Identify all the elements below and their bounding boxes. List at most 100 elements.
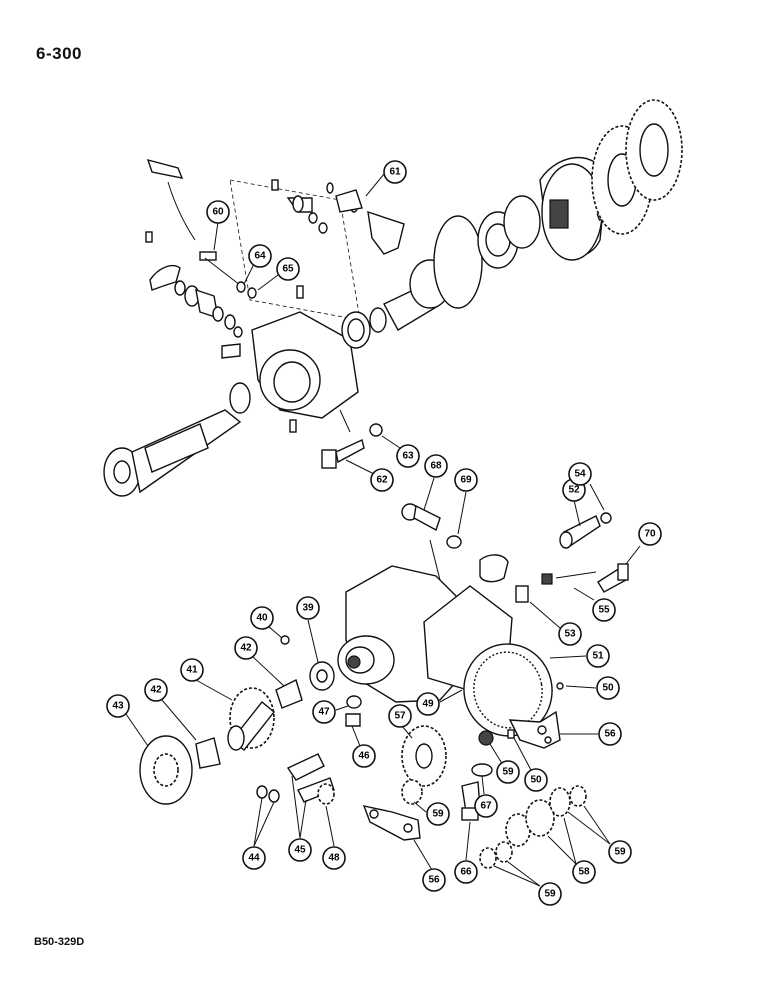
bracket-part: [335, 189, 405, 255]
callout-42-bottom: 42: [144, 678, 197, 741]
callout-60: 60: [206, 200, 230, 251]
svg-text:66: 66: [460, 867, 472, 878]
callout-64: 64: [243, 244, 272, 285]
callout-58: 58: [547, 817, 596, 884]
upper-bearings: [341, 195, 541, 349]
svg-text:59: 59: [544, 889, 556, 900]
callout-50-mid: 50: [513, 737, 548, 792]
svg-text:48: 48: [328, 853, 340, 864]
svg-text:56: 56: [604, 729, 616, 740]
callout-59-right: 59: [567, 805, 632, 864]
callout-69: 69: [454, 468, 478, 535]
svg-text:53: 53: [564, 629, 576, 640]
callout-54: 54: [568, 462, 605, 511]
link-56-lower: [362, 805, 421, 841]
callout-48: 48: [322, 805, 346, 870]
callout-51: 51: [549, 644, 610, 668]
callout-53: 53: [529, 601, 582, 646]
callout-47: 47: [312, 700, 349, 724]
callout-56-right: 56: [560, 722, 622, 746]
brake-hub: [539, 156, 629, 261]
callout-59-mid: 59: [489, 743, 520, 784]
svg-text:61: 61: [389, 167, 401, 178]
washer-39: [309, 661, 335, 691]
shaft-pin: [286, 195, 313, 213]
pin-52: [559, 512, 612, 549]
callout-41: 41: [180, 658, 233, 701]
svg-text:59: 59: [614, 847, 626, 858]
svg-text:45: 45: [294, 845, 306, 856]
lever-arm: [149, 251, 241, 291]
callout-43: 43: [106, 694, 149, 747]
svg-text:68: 68: [430, 461, 442, 472]
gasket-51: [463, 643, 553, 737]
shafts-45-48: [256, 753, 335, 805]
svg-text:69: 69: [460, 475, 472, 486]
svg-text:47: 47: [318, 707, 330, 718]
callout-52: 52: [562, 478, 586, 527]
valve-stack: [174, 280, 257, 338]
svg-text:42: 42: [150, 685, 162, 696]
svg-text:59: 59: [502, 767, 514, 778]
svg-text:67: 67: [480, 801, 492, 812]
callout-42-top: 42: [234, 636, 285, 687]
svg-text:65: 65: [282, 264, 294, 275]
svg-text:64: 64: [254, 251, 266, 262]
svg-text:70: 70: [644, 529, 656, 540]
callout-39: 39: [296, 596, 320, 663]
callout-57: 57: [388, 704, 413, 739]
callout-70: 70: [625, 522, 662, 565]
callout-59-left: 59: [413, 801, 450, 826]
brake-discs: [591, 99, 683, 235]
svg-text:42: 42: [240, 643, 252, 654]
svg-text:46: 46: [358, 751, 370, 762]
svg-text:43: 43: [112, 701, 124, 712]
svg-text:41: 41: [186, 665, 198, 676]
bolt-68: [401, 503, 509, 583]
figure-code: B50-329D: [34, 936, 85, 948]
callout-62: 62: [345, 459, 394, 492]
callout-40: 40: [250, 606, 283, 639]
callout-46: 46: [351, 725, 376, 768]
svg-text:39: 39: [302, 603, 314, 614]
svg-text:54: 54: [574, 469, 586, 480]
svg-text:55: 55: [598, 605, 610, 616]
svg-text:59: 59: [432, 809, 444, 820]
bearing-cluster-58: [401, 779, 587, 869]
svg-text:63: 63: [402, 451, 414, 462]
svg-text:62: 62: [376, 475, 388, 486]
callout-63: 63: [381, 435, 420, 468]
callout-45: 45: [288, 775, 312, 862]
output-shaft: [103, 382, 251, 497]
plates-53-55: [515, 571, 597, 603]
small-pins: [145, 179, 304, 433]
upper-housing: [221, 311, 359, 419]
svg-text:56: 56: [428, 875, 440, 886]
bracket-56-right: [508, 710, 561, 749]
callout-50-right: 50: [565, 676, 620, 700]
svg-text:40: 40: [256, 613, 268, 624]
callout-44: 44: [242, 797, 275, 870]
svg-text:52: 52: [568, 485, 580, 496]
callout-65: 65: [257, 257, 300, 291]
gear-41: [227, 687, 275, 751]
bushing-42: [195, 679, 303, 769]
lower-small-parts: [280, 635, 564, 746]
callout-56-bottom: 56: [413, 839, 446, 892]
bolt-62: [321, 409, 383, 469]
disc-43: [139, 735, 193, 805]
svg-text:50: 50: [602, 683, 614, 694]
callout-66: 66: [454, 821, 478, 884]
callout-68: 68: [423, 454, 448, 511]
stud-part: [146, 158, 196, 241]
callout-55: 55: [573, 587, 616, 622]
svg-text:60: 60: [212, 207, 224, 218]
page-number: 6-300: [36, 44, 82, 63]
svg-text:44: 44: [248, 853, 260, 864]
callout-67: 67: [474, 775, 498, 818]
callout-61: 61: [365, 160, 407, 197]
gear-57: [401, 725, 447, 787]
svg-text:58: 58: [578, 867, 590, 878]
callout-49: 49: [416, 689, 463, 716]
